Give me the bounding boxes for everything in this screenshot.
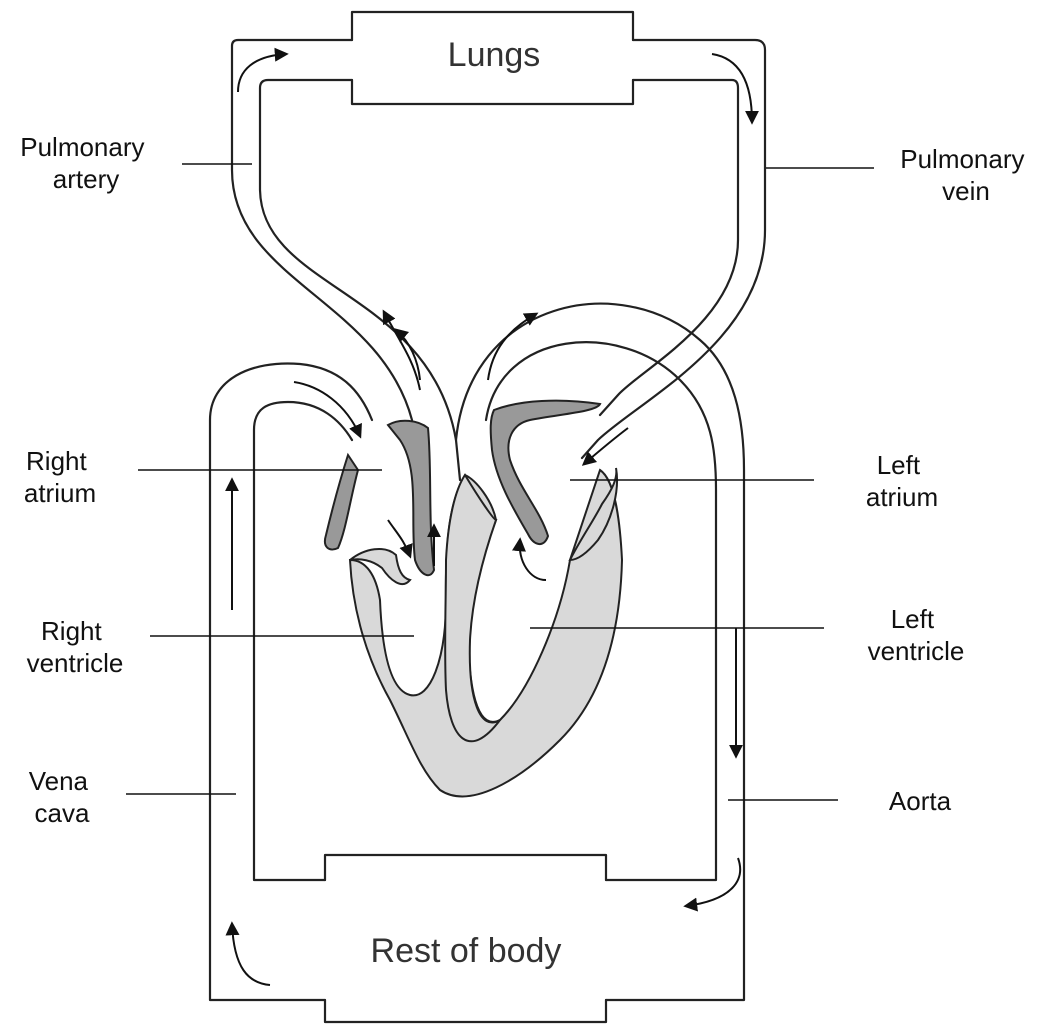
label-right-ventricle: Right ventricle <box>27 616 124 678</box>
lungs-box: Lungs <box>352 12 633 104</box>
arrow-body-to-vena-cava <box>232 924 270 985</box>
arrow-aorta-to-body <box>686 858 740 906</box>
arrow-lungs-in <box>238 54 286 92</box>
right-atrium-flap <box>325 455 358 549</box>
heart <box>325 401 622 797</box>
septum <box>445 475 500 741</box>
label-right-atrium: Right atrium <box>24 446 96 508</box>
label-left-ventricle: Left ventricle <box>868 604 965 666</box>
arrow-vena-cava-into-atrium <box>294 382 360 436</box>
right-valve <box>388 421 434 575</box>
arrow-lungs-out <box>712 54 752 122</box>
arrow-left-ventricle-up <box>520 540 546 580</box>
label-vena-cava: Vena cava <box>29 766 96 828</box>
label-left-atrium: Left atrium <box>866 450 938 512</box>
label-pulmonary-vein: Pulmonary vein <box>900 144 1032 206</box>
pulmonary-vein-vessel <box>582 40 765 458</box>
label-pulmonary-artery: Pulmonary artery <box>20 132 152 194</box>
body-label: Rest of body <box>371 932 562 970</box>
label-aorta: Aorta <box>889 786 952 816</box>
lungs-label: Lungs <box>448 36 541 74</box>
body-box: Rest of body <box>325 855 606 1022</box>
